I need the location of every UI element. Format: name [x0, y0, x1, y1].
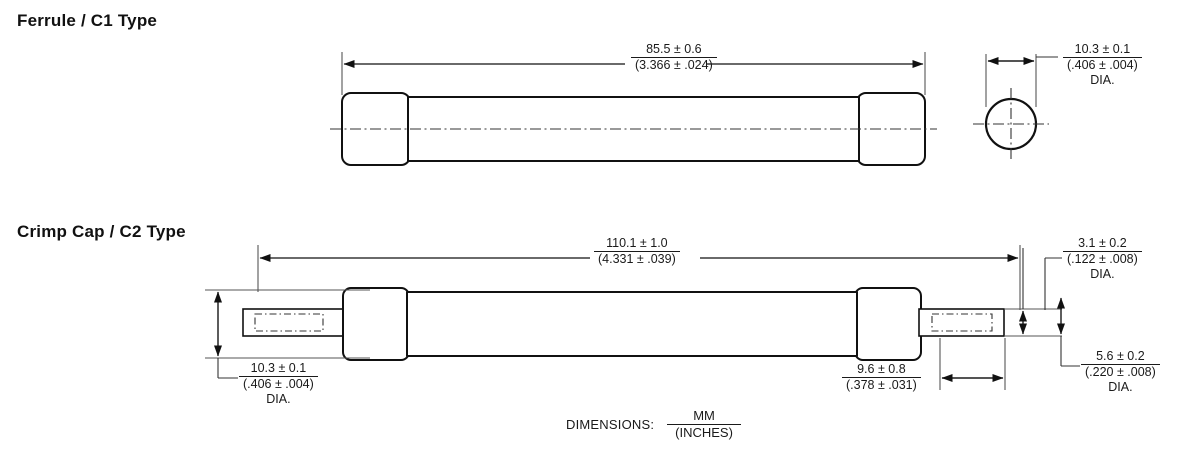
units-legend-fraction: MM (INCHES): [667, 408, 741, 441]
dimension-c2-body-diameter-mm: 10.3 ± 0.1: [250, 361, 307, 375]
dimension-c2-lead-diameter-mm: 3.1 ± 0.2: [1078, 236, 1127, 250]
dimension-c2-body-diameter-inch: (.406 ± .004): [239, 376, 318, 392]
c2-lead-diameter-dimension: [1004, 248, 1062, 337]
c1-diameter-dimension: [985, 54, 1058, 107]
dimension-c2-lead-length: 9.6 ± 0.8 (.378 ± .031): [842, 362, 921, 393]
dimension-c2-lead-diameter-inch: (.122 ± .008): [1063, 251, 1142, 267]
c1-side-view: [330, 92, 937, 166]
c2-body-diameter-dimension: [205, 289, 370, 379]
dimension-c2-lead-diameter: 3.1 ± 0.2 (.122 ± .008) DIA.: [1063, 236, 1142, 282]
c2-cap-diameter-dimension: [1057, 297, 1080, 367]
c2-left-lead-wire: [242, 308, 348, 337]
dimension-c2-cap-diameter-suffix: DIA.: [1108, 380, 1133, 394]
dimension-c1-diameter-suffix: DIA.: [1090, 73, 1115, 87]
c1-end-view: [973, 88, 1049, 160]
section-title-ferrule-c1: Ferrule / C1 Type: [17, 11, 158, 30]
dimension-c1-length-inch: (3.366 ± .024): [631, 57, 717, 73]
dimension-c1-length: 85.5 ± 0.6 (3.366 ± .024): [631, 42, 717, 73]
dimension-c2-length: 110.1 ± 1.0 (4.331 ± .039): [594, 236, 680, 267]
dimension-c2-length-inch: (4.331 ± .039): [594, 251, 680, 267]
dimension-c2-cap-diameter: 5.6 ± 0.2 (.220 ± .008) DIA.: [1081, 349, 1160, 395]
dimension-c2-cap-diameter-inch: (.220 ± .008): [1081, 364, 1160, 380]
units-legend-label: DIMENSIONS:: [566, 417, 655, 432]
dimension-c2-body-diameter-suffix: DIA.: [266, 392, 291, 406]
dimension-c1-diameter-mm: 10.3 ± 0.1: [1074, 42, 1131, 56]
dimension-c2-lead-diameter-suffix: DIA.: [1090, 267, 1115, 281]
dimension-c2-lead-length-inch: (.378 ± .031): [842, 377, 921, 393]
c2-left-crimp-cap: [342, 287, 410, 361]
c1-length-dimension: [341, 52, 926, 95]
units-legend-numerator: MM: [693, 408, 715, 423]
dimension-c2-length-mm: 110.1 ± 1.0: [606, 236, 668, 250]
units-legend: DIMENSIONS: MM (INCHES): [566, 408, 741, 441]
section-title-crimp-cap-c2: Crimp Cap / C2 Type: [17, 222, 186, 241]
units-legend-denominator: (INCHES): [667, 424, 741, 441]
dimension-c2-lead-length-mm: 9.6 ± 0.8: [857, 362, 906, 376]
dimension-c1-diameter: 10.3 ± 0.1 (.406 ± .004) DIA.: [1063, 42, 1142, 88]
dimension-c1-length-mm: 85.5 ± 0.6: [646, 42, 702, 56]
c2-body-tube: [406, 291, 858, 357]
c2-right-lead-hidden-detail: [931, 313, 993, 332]
c2-side-view: [242, 287, 1005, 361]
c2-left-lead-hidden-detail: [254, 313, 324, 332]
dimension-c1-diameter-inch: (.406 ± .004): [1063, 57, 1142, 73]
dimension-c2-body-diameter: 10.3 ± 0.1 (.406 ± .004) DIA.: [239, 361, 318, 407]
c2-length-dimension: [257, 245, 1021, 310]
c2-right-crimp-cap: [854, 287, 922, 361]
dimension-c2-cap-diameter-mm: 5.6 ± 0.2: [1096, 349, 1145, 363]
c2-lead-length-dimension: [939, 338, 1006, 390]
